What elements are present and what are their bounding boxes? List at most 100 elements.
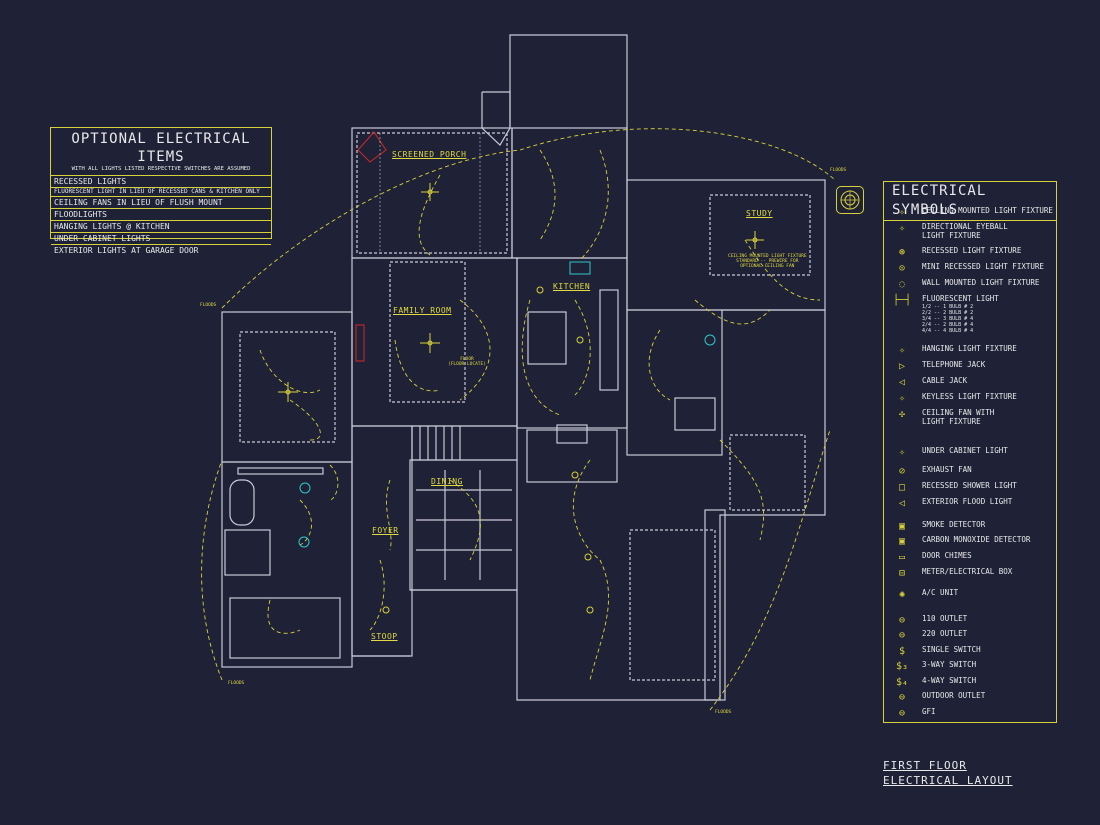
symbol-legend-item: ▣ SMOKE DETECTOR — [884, 520, 1056, 534]
symbol-label: GFI — [922, 707, 936, 716]
room-label-kitchen: KITCHEN — [553, 282, 591, 291]
floods-note: FLOODS — [200, 303, 217, 308]
symbol-legend-item: □RECESSED SHOWER LIGHT — [884, 481, 1056, 495]
room-label-foyer: FOYER — [372, 526, 399, 535]
symbol-label: RECESSED LIGHT FIXTURE — [922, 246, 1022, 255]
wall-family-room — [351, 257, 518, 427]
symbol-label: 3-WAY SWITCH — [922, 660, 977, 669]
porch-screens — [379, 133, 481, 253]
walls — [221, 34, 826, 701]
symbol-subline: 2/4 -- 2 BULB # 4 — [922, 322, 974, 328]
recessed-light-icon: ⊛ — [898, 247, 906, 258]
symbol-label: WALL MOUNTED LIGHT FIXTURE — [922, 278, 1040, 287]
light-fixture — [576, 336, 584, 344]
ceiling-fan-icon: ✣ — [898, 409, 906, 420]
symbol-legend-item: ⊘EXHAUST FAN — [884, 465, 1056, 479]
four-way-switch-icon: $₄ — [895, 677, 909, 688]
circuit-wiring — [201, 128, 836, 711]
flood-light-icon: ◁ — [898, 498, 906, 509]
room-label-stoop: STOOP — [371, 632, 398, 641]
symbol-legend-item: ✧KEYLESS LIGHT FIXTURE — [884, 392, 1056, 406]
symbol-legend-item: ◁ CABLE JACK — [884, 376, 1056, 390]
symbol-label: 110 OUTLET — [922, 614, 968, 623]
light-fixture — [298, 536, 310, 548]
room-label-screened-porch: SCREENED PORCH — [392, 150, 467, 159]
symbol-legend-item: ⊖ GFI — [884, 707, 1056, 721]
light-fixture — [536, 286, 544, 294]
symbol-label: FLUORESCENT LIGHT — [922, 294, 999, 303]
symbol-subline: 4/4 -- 4 BULB # 4 — [922, 328, 974, 334]
symbol-legend-item: ▣CARBON MONOXIDE DETECTOR — [884, 535, 1056, 549]
light-fixture — [299, 482, 311, 494]
symbol-label: MINI RECESSED LIGHT FIXTURE — [922, 262, 1044, 271]
telephone-jack-icon: ▷ — [898, 361, 906, 372]
room-label-study: STUDY — [746, 209, 773, 218]
ceiling-fan-bedroom — [278, 382, 298, 402]
fluorescent-light-icon: ├─┤ — [892, 295, 912, 306]
symbol-label: 220 OUTLET — [922, 629, 968, 638]
symbol-legend-item: ⊛ RECESSED LIGHT FIXTURE — [884, 246, 1056, 260]
fixtures — [278, 131, 764, 614]
fireplace — [357, 131, 387, 163]
optional-items-subtitle: WITH ALL LIGHTS LISTED RESPECTIVE SWITCH… — [51, 166, 271, 176]
symbol-label: SINGLE SWITCH — [922, 645, 981, 654]
symbol-label: SMOKE DETECTOR — [922, 520, 986, 529]
drawing-title-line2: ELECTRICAL LAYOUT — [883, 774, 1013, 787]
electrical-symbols-legend: ELECTRICAL SYMBOLS ✧CEILING MOUNTED LIGH… — [883, 181, 1057, 723]
wall-light-icon: ◌ — [898, 279, 906, 290]
ceiling-light-icon: ✧ — [898, 207, 906, 218]
wall-dining — [409, 459, 518, 591]
meter-box-icon: ⊟ — [898, 568, 906, 579]
wall-garage — [410, 309, 826, 701]
floor-note-line: FLOOR — [460, 357, 474, 362]
wall-study — [626, 179, 826, 311]
floor-note: FLOOR (FLOOR LOCATE) — [448, 357, 486, 367]
optional-item-row: CEILING FANS IN LIEU OF FLUSH MOUNT — [51, 197, 271, 209]
symbol-label: TELEPHONE JACK — [922, 360, 986, 369]
symbol-legend-item: ⊙MINI RECESSED LIGHT FIXTURE — [884, 262, 1056, 276]
wall-porch-notch — [482, 91, 511, 128]
shower-light-icon: □ — [898, 482, 906, 493]
symbol-label-line2: LIGHT FIXTURE — [922, 231, 981, 240]
drawing-title: FIRST FLOOR ELECTRICAL LAYOUT — [883, 758, 1013, 788]
wall-stair — [411, 425, 518, 461]
gfi-icon: ⊖ — [898, 708, 906, 719]
wall-top-bump — [509, 34, 628, 180]
symbol-legend-item: ◌ WALL MOUNTED LIGHT FIXTURE — [884, 278, 1056, 292]
symbol-legend-item: ▭DOOR CHIMES — [884, 551, 1056, 565]
room-label-family-room: FAMILY ROOM — [393, 306, 452, 315]
symbol-subline: 3/4 -- 3 BULB # 4 — [922, 316, 974, 322]
ac-unit-icon — [836, 186, 864, 214]
symbol-label: CABLE JACK — [922, 376, 968, 385]
under-cabinet-light-icon: ✧ — [898, 447, 906, 458]
light-fixture — [586, 606, 594, 614]
symbols-title: ELECTRICAL SYMBOLS — [884, 182, 1056, 221]
floods-note: FLOODS — [830, 168, 847, 173]
symbol-legend-item: ✧HANGING LIGHT FIXTURE — [884, 344, 1056, 358]
outlet-110-icon: ⊖ — [898, 615, 906, 626]
hanging-light-icon: ✧ — [898, 345, 906, 356]
floor-note-line: (FLOOR LOCATE) — [448, 362, 486, 367]
door-chimes-icon: ▭ — [898, 552, 906, 563]
ac-unit-icon: ✺ — [898, 589, 906, 600]
optional-items-table: OPTIONAL ELECTRICAL ITEMS WITH ALL LIGHT… — [50, 127, 272, 255]
room-label-dining: DINING — [431, 477, 463, 486]
cable-jack-icon: ◁ — [898, 377, 906, 388]
symbol-label: A/C UNIT — [922, 588, 959, 597]
study-note: CEILING MOUNTED LIGHT FIXTURE STANDARD -… — [728, 254, 807, 269]
wall-bedroom-left — [221, 311, 353, 463]
co-detector-icon: ▣ — [898, 536, 906, 547]
outdoor-outlet-icon: ⊖ — [898, 692, 906, 703]
symbol-subline: 1/2 -- 1 BULB # 2 — [922, 304, 974, 310]
ceiling-fan-study — [746, 231, 764, 249]
wall-porch-angle — [481, 92, 511, 146]
optional-items-title: OPTIONAL ELECTRICAL ITEMS — [71, 131, 251, 165]
smoke-detector-icon: ▣ — [898, 521, 906, 532]
symbol-label: KEYLESS LIGHT FIXTURE — [922, 392, 1017, 401]
symbol-subline: 2/2 -- 2 BULB # 2 — [922, 310, 974, 316]
symbol-label: OUTDOOR OUTLET — [922, 691, 986, 700]
wall-bath-left — [221, 461, 353, 668]
